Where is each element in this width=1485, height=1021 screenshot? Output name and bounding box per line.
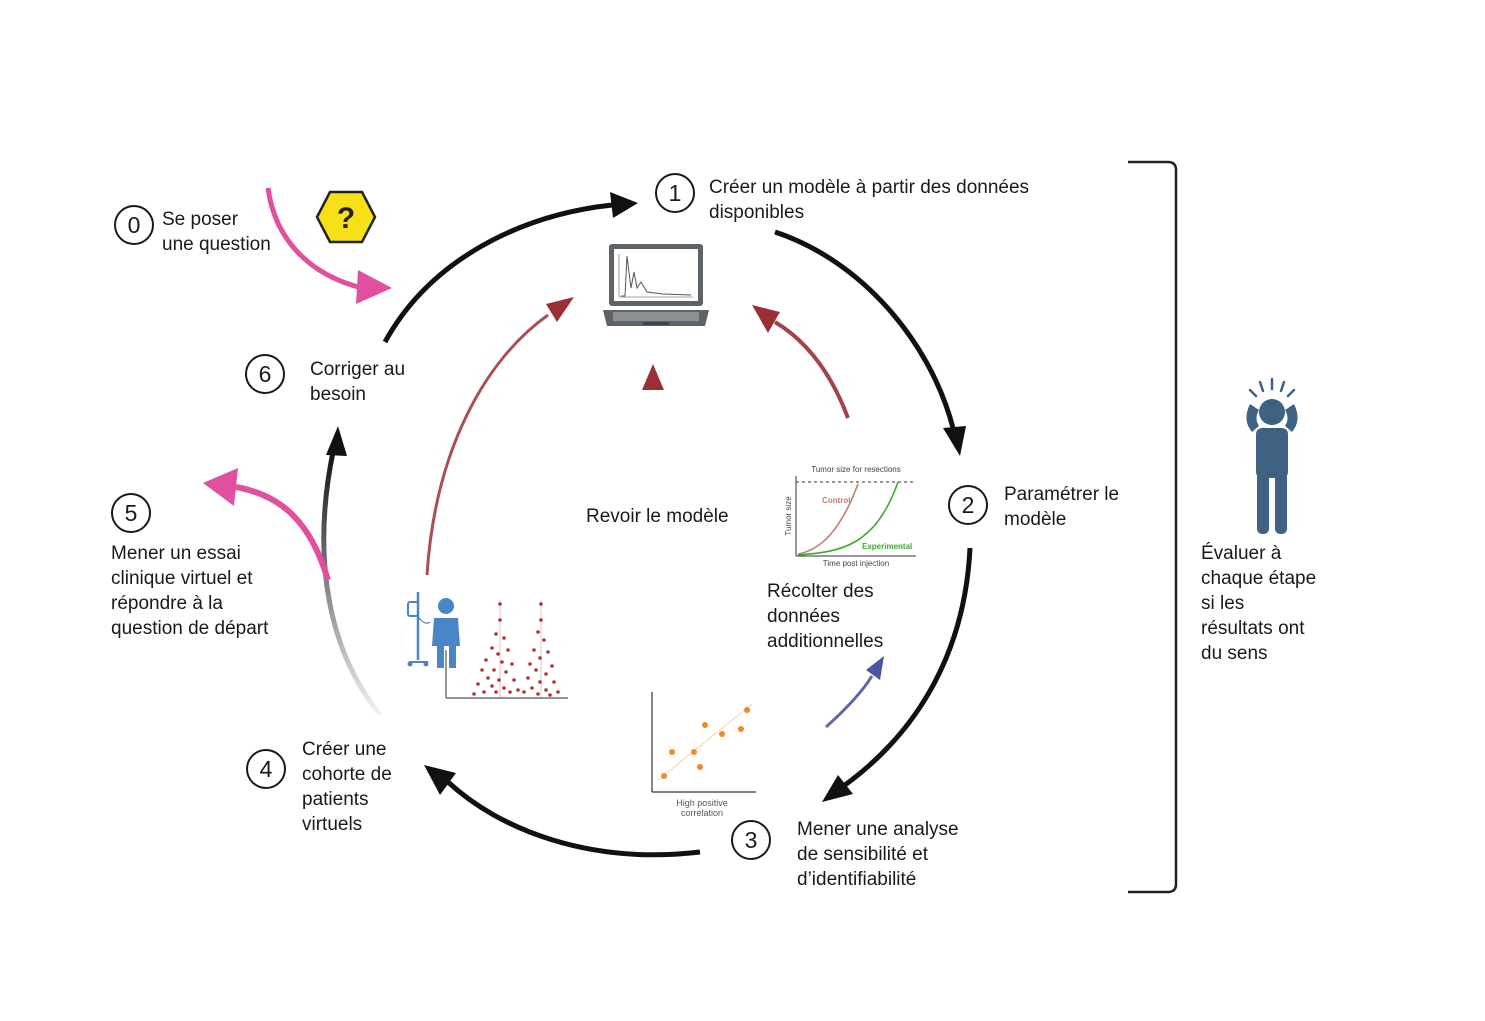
step-0-number: 0 [114, 205, 154, 245]
correlation-caption-1: High positive [676, 798, 728, 808]
arrow-4-to-6 [321, 451, 382, 717]
step-1-label: Créer un modèle à partir des données dis… [709, 177, 1030, 223]
step-1-number: 1 [655, 173, 695, 213]
arrow-2-to-3 [843, 547, 973, 788]
arrow-collect-head [866, 656, 884, 680]
arrow-3-to-4 [446, 780, 701, 858]
question-mark: ? [337, 202, 355, 235]
arrow-trial-out-head [203, 468, 238, 506]
arrow-revise-right [773, 320, 850, 419]
step-5-number: 5 [111, 493, 151, 533]
arrow-6-to-1 [382, 202, 613, 344]
control-series-label: Control [822, 496, 850, 505]
evaluate-label: Évaluer à chaque étape si les résultats … [1201, 543, 1317, 664]
revise-model-label: Revoir le modèle [584, 504, 731, 529]
collect-data-label: Récolter des données additionnelles [767, 581, 884, 652]
step-6-label: Corriger au besoin [310, 359, 406, 405]
step-4-number: 4 [246, 749, 286, 789]
arrow-revise-left [425, 313, 549, 576]
arrow-1-to-2 [774, 229, 956, 429]
arrow-collect [824, 675, 874, 729]
step-3-number: 3 [731, 820, 771, 860]
step-6-number: 6 [245, 354, 285, 394]
step-2-label: Paramétrer le modèle [1004, 484, 1120, 530]
arrow-2-to-3-head [822, 775, 853, 802]
arrow-trial-out [235, 484, 331, 581]
step-5-label: Mener un essai clinique virtuel et répon… [111, 543, 269, 639]
correlation-caption-2: correlation [681, 808, 723, 818]
tumor-chart-ylabel: Tumor size [784, 496, 793, 536]
step-3-label: Mener une analyse de sensibilité et d’id… [797, 819, 959, 890]
arrow-question-in [265, 187, 363, 291]
laptop-icon [603, 244, 709, 326]
arrow-revise-vertical-head [642, 364, 664, 390]
arrow-1-to-2-head [943, 426, 966, 456]
arrow-3-to-4-head [424, 765, 456, 795]
evaluation-bracket [1128, 160, 1178, 894]
tumor-chart-title: Tumor size for resections [811, 465, 901, 474]
step-0-label: Se poser une question [162, 209, 271, 255]
arrow-revise-left-head [546, 297, 574, 322]
stressed-person-icon [1246, 377, 1298, 534]
arrow-revise-right-head [752, 305, 780, 333]
correlation-chart: High positive correlation [651, 692, 756, 818]
virtual-patient-cohort-icon [407, 592, 568, 699]
question-hexagon-icon: ? [315, 190, 377, 244]
step-4-label: Créer une cohorte de patients virtuels [302, 739, 392, 835]
arrow-6-to-1-head [610, 192, 638, 218]
arrow-4-to-6-head [326, 426, 347, 456]
tumor-chart-xlabel: Time post injection [823, 559, 889, 568]
arrow-question-in-head [356, 270, 392, 304]
cohort-dot-cloud [472, 602, 560, 697]
step-2-number: 2 [948, 485, 988, 525]
tumor-size-chart: Tumor size for resections Control Experi… [784, 465, 916, 568]
experimental-series-label: Experimental [862, 542, 912, 551]
correlation-points [661, 707, 750, 779]
